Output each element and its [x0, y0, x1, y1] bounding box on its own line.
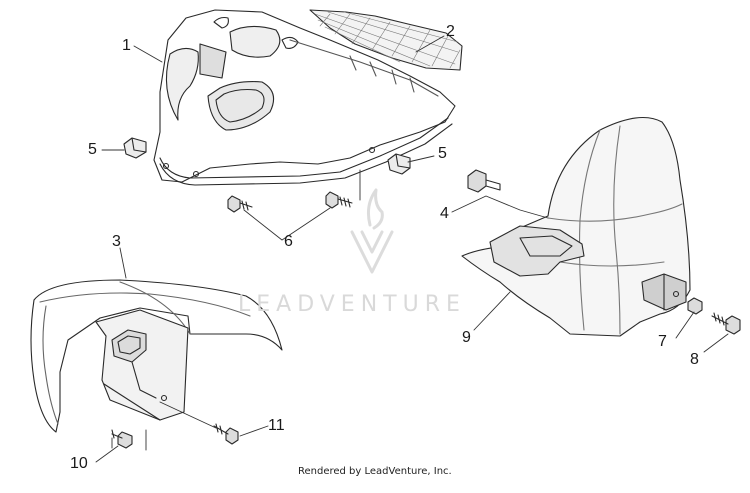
leader-8	[703, 333, 729, 353]
callout-9: 9	[462, 329, 471, 346]
callout-7: 7	[658, 333, 667, 350]
part-9-rear-fender	[461, 117, 691, 337]
part-5-clip-right	[387, 153, 411, 175]
part-6-screw-a	[227, 195, 253, 213]
callout-4: 4	[440, 205, 449, 222]
part-2-mesh-grille	[309, 9, 463, 71]
callout-3: 3	[112, 233, 121, 250]
watermark-text: LEADVENTURE	[238, 292, 466, 317]
leader-11	[239, 425, 269, 437]
leader-10	[95, 445, 119, 463]
leader-4	[451, 195, 549, 219]
callout-6: 6	[284, 233, 293, 250]
leader-6	[243, 169, 361, 241]
leader-9	[473, 291, 511, 331]
leadventure-logo	[350, 188, 394, 274]
leader-1	[133, 45, 163, 63]
part-1-inner-cover	[153, 9, 456, 186]
callout-2: 2	[446, 23, 455, 40]
leader-7	[675, 311, 695, 339]
part-6-screw-b	[325, 191, 353, 209]
callout-8: 8	[690, 351, 699, 368]
part-10-bolt	[111, 429, 133, 449]
leader-lines	[95, 35, 729, 463]
render-credit: Rendered by LeadVenture, Inc.	[298, 466, 452, 477]
part-7-clip	[687, 297, 703, 315]
part-5-clip-left	[123, 137, 147, 159]
callout-1: 1	[122, 37, 131, 54]
callout-11: 11	[268, 417, 285, 434]
callout-5-left: 5	[88, 141, 97, 158]
leader-fender-bolts	[111, 401, 217, 451]
leader-3	[119, 247, 127, 279]
part-11-screw	[213, 423, 239, 445]
part-4-bolt	[467, 169, 501, 193]
callout-5-right: 5	[438, 145, 447, 162]
part-3-front-fender	[30, 279, 283, 433]
callout-10: 10	[70, 455, 88, 472]
leader-2	[415, 35, 445, 53]
part-8-screw	[711, 312, 741, 335]
leader-5b	[407, 155, 435, 163]
